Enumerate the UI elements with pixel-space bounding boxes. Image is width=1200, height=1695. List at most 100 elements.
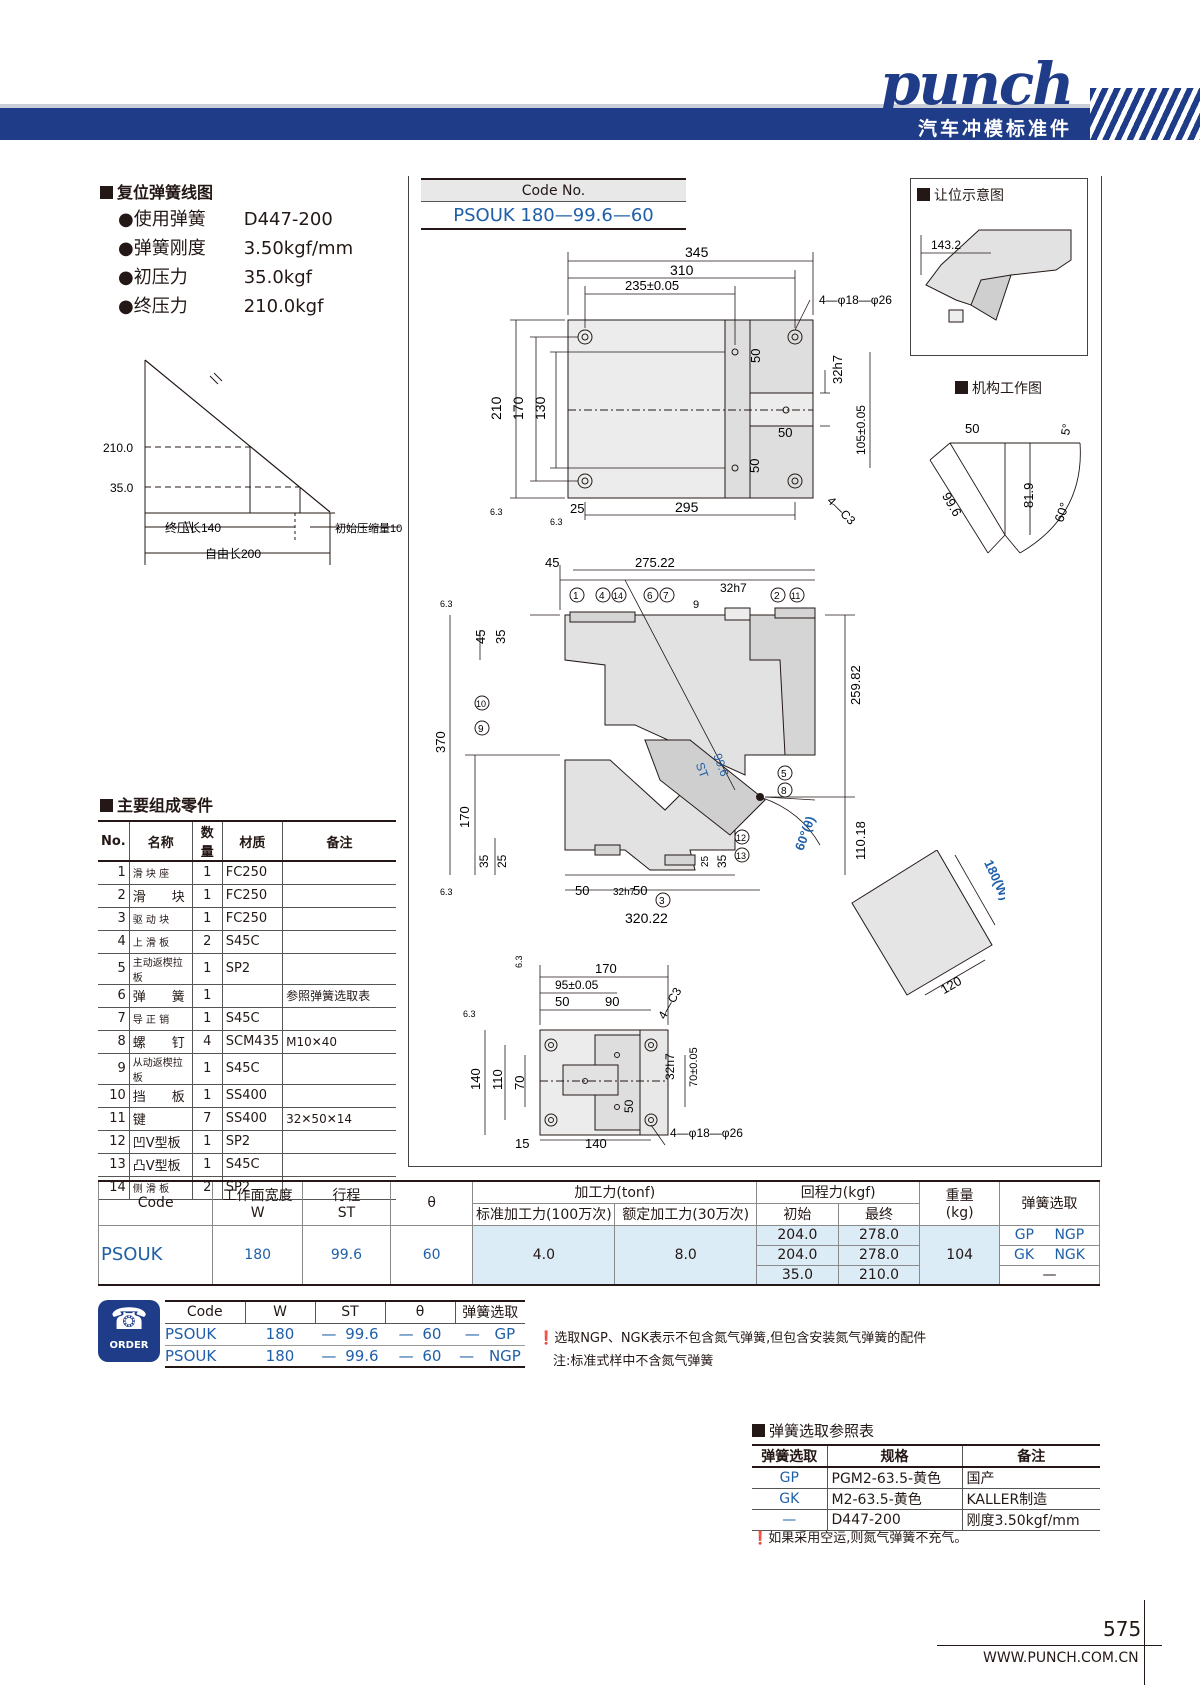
dim-c3: 4—C3 [824,494,858,528]
parts-cell: S45C [221,930,283,954]
spec-col-weight: 重量(kg) [919,1180,1000,1226]
order-badge: ☎ ORDER [98,1300,160,1362]
parts-cell: 7 [191,1107,223,1131]
spec-theta: 60 [389,1224,474,1286]
parts-cell: M10✕40 [282,1030,396,1054]
parts-cell: 滑 块 [128,884,193,908]
spring-ref-cell: KALLER制造 [961,1488,1100,1510]
svg-text:6: 6 [647,591,653,602]
spec-subheader-row: 标准加工力(100万次) 额定加工力(30万次) 初始 最终 [99,1202,1100,1226]
parts-cell: 1 [191,1053,223,1085]
svg-text:12: 12 [736,833,746,843]
surface-mark: 6.3 [550,517,563,527]
parts-cell: SCM435 [221,1030,283,1054]
parts-header-row: No. 名称 数量 材质 备注 [98,820,396,862]
dim-259: 259.82 [848,665,863,705]
spec-col-return-final: 最终 [837,1202,921,1226]
spec-return-init: 204.0 [756,1244,839,1266]
balloon: 14 [611,587,627,603]
parts-cell: SP2 [221,953,283,985]
spec-return-init: 204.0 [756,1224,839,1246]
spec-code: PSOUK [97,1224,214,1286]
parts-cell: 凸V型板 [128,1153,193,1177]
parts-cell: 上 滑 板 [128,930,193,954]
spring-ref-cell: 国产 [961,1467,1100,1489]
y-tick-35: 35.0 [110,481,134,495]
parts-cell [282,1007,396,1031]
dim-15: 15 [515,1136,529,1151]
spring-ref-cell: — [752,1509,827,1531]
svg-text:7: 7 [663,591,669,602]
dim-50g: 50 [622,1099,636,1113]
spring-ref-cell: D447-200 [826,1509,962,1531]
footer-rule [1144,1600,1145,1685]
dim-25: 25 [570,501,584,516]
dim-105: 105±0.05 [854,405,868,455]
parts-cell: FC250 [221,884,283,908]
spec-return-final: 278.0 [837,1224,921,1246]
parts-cell: 1 [191,984,223,1008]
spring-ref-cell: GP [752,1467,827,1489]
spec-col-force-std: 标准加工力(100万次) [472,1202,616,1226]
svg-text:14: 14 [613,591,623,601]
parts-cell: S45C [221,1053,283,1085]
dim-50e: 50 [633,883,647,898]
spec-width: 180 [212,1224,304,1286]
dim-9: 9 [693,599,699,611]
order-note: ❗选取NGP、NGK表示不包含氮气弹簧,但包含安装氮气弹簧的配件 [538,1331,927,1346]
parts-cell [282,930,396,954]
order-table: Code W ST θ 弹簧选取 PSOUK 180 — 99.6 — 60 —… [165,1300,525,1368]
parts-cell: S45C [221,1007,283,1031]
dim-70b: 70±0.05 [688,1047,700,1087]
side-view-drawing: 180(W) 120 [851,850,1005,997]
dim-95: 95±0.05 [555,978,599,992]
parts-cell: 12 [98,1130,130,1154]
dim-310: 310 [670,262,694,278]
parts-cell: 1 [191,861,223,885]
dim-235: 235±0.05 [625,278,679,293]
dim-45: 45 [545,555,559,570]
front-view-drawing: 1 4 14 6 7 2 11 10 9 5 8 12 13 3 45 275.… [435,555,868,926]
footer-url[interactable]: WWW.PUNCH.COM.CN [983,1650,1139,1666]
dim-143: 143.2 [931,238,961,252]
parts-cell: 1 [98,861,130,885]
balloon: 8 [777,782,793,798]
dim-35v: 35 [493,630,508,644]
label-free-length: 自由长200 [205,547,261,561]
dim-275: 275.22 [635,555,675,570]
phone-icon: ☎ [110,1302,148,1337]
dim-35c: 35 [715,854,729,868]
svg-text:2: 2 [774,591,780,602]
parts-cell: 8 [98,1030,130,1054]
svg-text:10: 10 [476,699,486,709]
spec-row: PSOUK 180 99.6 60 4.0 8.0 204.0 278.0 10… [97,1224,1101,1286]
parts-cell: 7 [98,1007,130,1031]
balloon: 7 [659,587,675,603]
dim-45v: 45 [473,630,488,644]
spec-weight: 104 [919,1224,1000,1286]
parts-cell: 1 [191,884,223,908]
spec-return-final: 210.0 [837,1264,921,1286]
dim-50a: 50 [748,349,763,363]
svg-text:5: 5 [781,769,787,780]
dim-170b: 170 [595,961,617,976]
mechanism-title: 机构工作图 [955,378,1042,398]
order-row: PSOUK 180 — 99.6 — 60 — GP [165,1323,525,1346]
footer-line [937,1645,1162,1646]
spring-ref-cell: GK [752,1488,827,1510]
spec-col-code: Code [97,1180,214,1226]
dim-70v: 70 [512,1076,527,1090]
clearance-title: 让位示意图 [917,185,1087,205]
parts-cell: 螺 钉 [128,1030,193,1054]
parts-cell: 1 [191,1153,223,1177]
spring-ref-header: 弹簧选取 规格 备注 [752,1444,1100,1468]
parts-cell [282,1153,396,1177]
parts-cell [282,907,396,931]
order-note: 注:标准式样中不含氮气弹簧 [553,1354,714,1369]
